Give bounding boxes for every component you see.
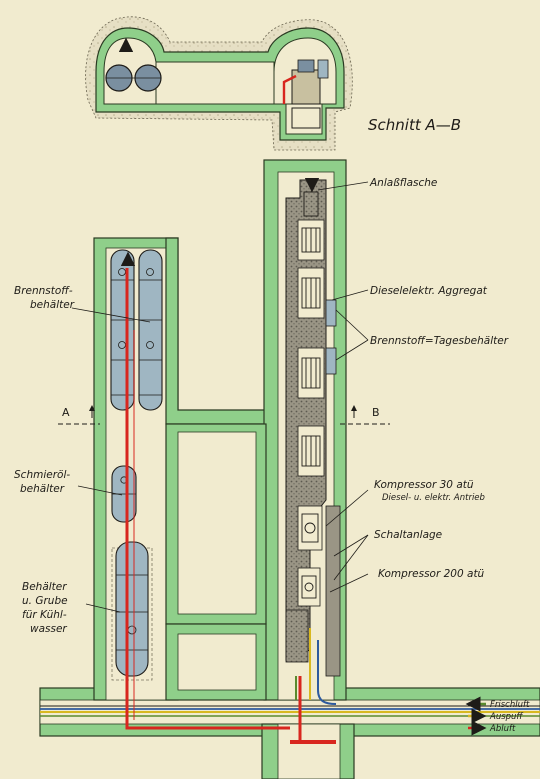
fuel-tank-left [110,249,135,411]
label-schmieroel-2: behälter [20,483,65,495]
middle-block-inner [177,431,257,615]
label-kompressor30-antrieb: Diesel- u. elektr. Antrieb [382,493,485,503]
upper-connector-wall [165,237,267,425]
legend-frischluft-label: Frischluft [490,700,530,710]
section-line: A B [58,405,390,425]
legend-abluft: Abluft [468,720,516,736]
label-kuehl-4: wasser [30,623,67,635]
leader-lines [71,181,369,613]
section-mark-b: B [372,406,380,419]
machine-block [285,179,341,677]
section-pit [285,103,323,135]
section-corridor [155,61,275,105]
label-tagesbehaelter: Brennstoff=Tagesbehälter [370,335,509,347]
bottom-block-inner [177,633,257,691]
flow-legend: Frischluft Auspuff Abluft [465,696,530,736]
label-aggregat: Dieselelektr. Aggregat [370,285,488,297]
labels-right: Anlaßflasche Dieselelektr. Aggregat Bren… [369,177,509,580]
legend-abluft-label: Abluft [489,724,516,734]
label-brennstoff-2: behälter [30,299,75,311]
pipelines [40,178,540,744]
label-brennstoff-1: Brennstoff- [14,285,73,297]
section-engine [291,69,321,105]
label-schaltanlage: Schaltanlage [374,529,442,541]
label-schmieroel-1: Schmieröl- [14,469,70,481]
section-view: Schnitt A—B [85,16,461,151]
plan-view: A B [39,159,540,779]
label-anlassflasche: Anlaßflasche [369,177,437,189]
section-mark-a: A [62,406,70,419]
legend-frischluft: Frischluft [465,696,530,712]
cooling-tank [111,541,153,681]
section-title: Schnitt A—B [368,116,461,134]
label-kuehl-3: für Kühl- [22,609,67,621]
lower-shaft-floor [277,723,341,779]
fuel-tank-right [138,249,163,411]
label-kuehl-2: u. Grube [22,595,68,607]
label-kompressor200: Kompressor 200 atü [378,568,485,580]
label-kuehl-1: Behälter [22,581,67,593]
label-kompressor30: Kompressor 30 atü [374,479,474,491]
labels-left: Brennstoff- behälter Schmieröl- behälter… [14,285,75,635]
legend-auspuff-label: Auspuff [489,712,523,722]
legend-auspuff: Auspuff [468,708,523,724]
